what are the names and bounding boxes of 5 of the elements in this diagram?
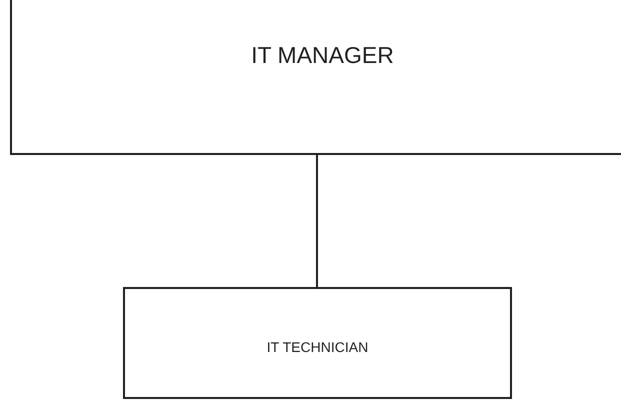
role-box xyxy=(10,0,621,155)
role-box xyxy=(123,287,512,399)
connector-line xyxy=(316,155,318,287)
role-title: IT MANAGER xyxy=(250,42,395,69)
role-title: IT TECHNICIAN xyxy=(266,339,370,355)
